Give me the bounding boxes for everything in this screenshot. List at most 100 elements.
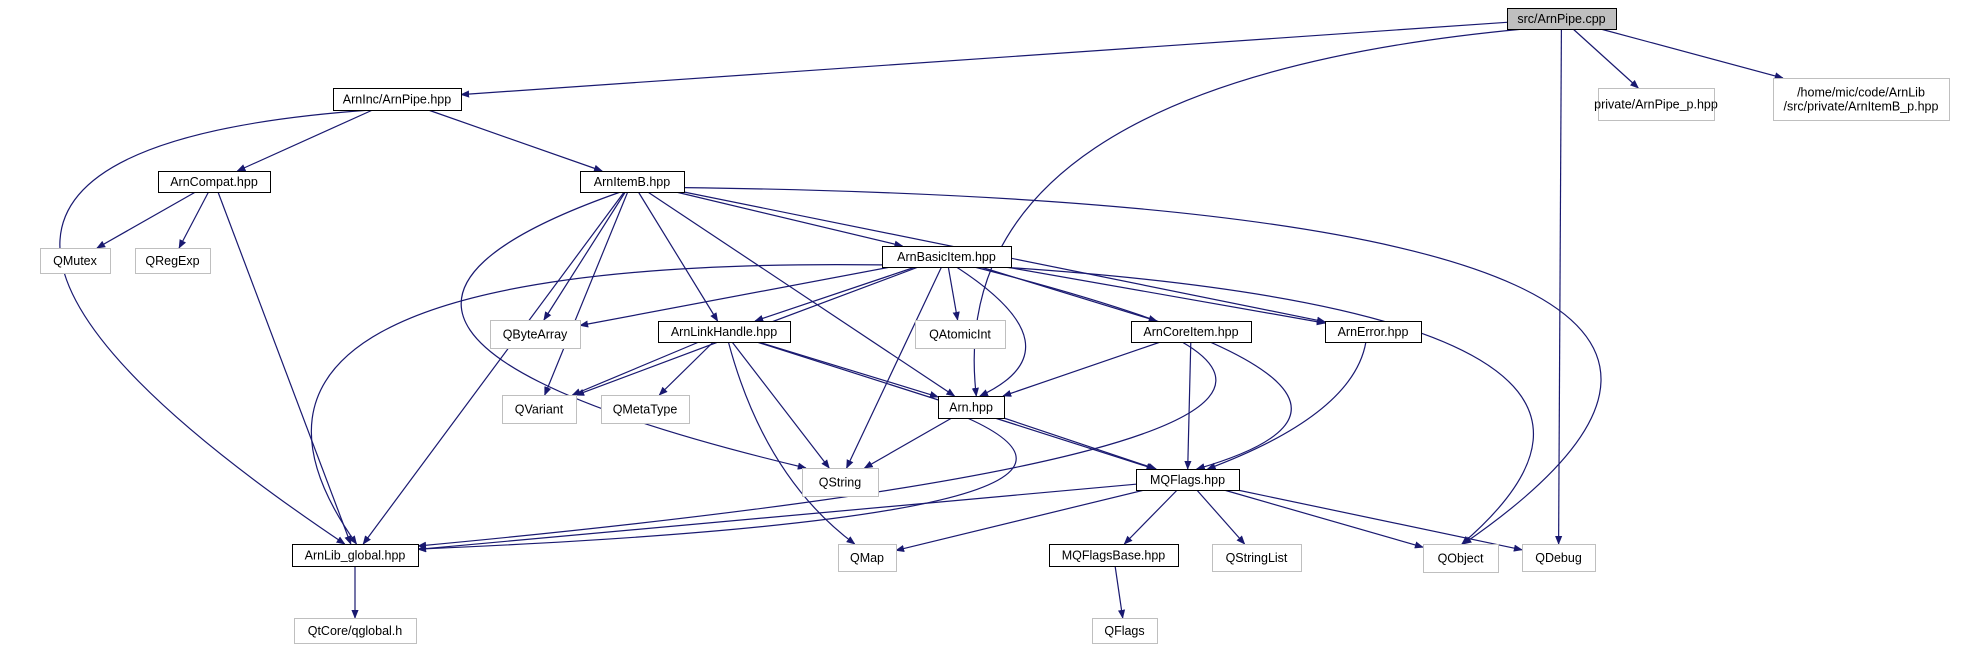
node-private_arnpipe_p_hpp: private/ArnPipe_p.hpp <box>1594 88 1718 121</box>
edge-src_arnpipe_cpp-to-arninc_arnpipe_hpp <box>460 21 1508 98</box>
node-label: QByteArray <box>503 328 568 342</box>
edge-arnbasicitem_hpp-to-arnlib_global_hpp <box>310 264 883 545</box>
node-label: QVariant <box>515 403 564 417</box>
edge-src_arnpipe_cpp-to-qdebug <box>1555 28 1563 545</box>
node-label: QFlags <box>1104 624 1144 638</box>
node-box <box>580 171 685 193</box>
edge-mqflags_hpp-to-qdebug <box>1237 489 1523 552</box>
node-arnitemb_p_hpp: /home/mic/code/ArnLib/src/private/ArnIte… <box>1773 78 1950 121</box>
node-arn_hpp[interactable]: Arn.hpp <box>938 396 1005 419</box>
node-label: ArnCoreItem.hpp <box>1143 325 1238 339</box>
node-arncompat_hpp[interactable]: ArnCompat.hpp <box>158 171 271 193</box>
node-box <box>502 395 577 424</box>
node-label: private/ArnPipe_p.hpp <box>1594 98 1718 112</box>
edge-arnitemb_hpp-to-arnbasicitem_hpp <box>675 191 904 248</box>
node-mqflagsbase_hpp[interactable]: MQFlagsBase.hpp <box>1049 544 1179 567</box>
edge-src_arnpipe_cpp-to-arn_hpp <box>971 28 1524 397</box>
node-label: QMap <box>850 551 884 565</box>
node-qatomicint: QAtomicInt <box>915 320 1006 349</box>
edge-arncoreitem_hpp-to-arn_hpp <box>1002 341 1161 397</box>
node-arnlib_global_hpp[interactable]: ArnLib_global.hpp <box>292 544 419 567</box>
node-arncoreitem_hpp[interactable]: ArnCoreItem.hpp <box>1131 321 1252 343</box>
node-box <box>135 248 211 274</box>
node-qmetatype: QMetaType <box>601 395 690 424</box>
edge-arn_hpp-to-mqflags_hpp <box>1003 417 1157 470</box>
node-qtcore_qglobal_h: QtCore/qglobal.h <box>294 618 417 644</box>
node-label: ArnLib_global.hpp <box>305 549 406 563</box>
node-label: /src/private/ArnItemB_p.hpp <box>1784 100 1939 114</box>
node-label: ArnLinkHandle.hpp <box>671 325 777 339</box>
edge-arnlinkhandle_hpp-to-qmap <box>727 341 856 545</box>
node-label: QDebug <box>1535 551 1582 565</box>
edge-arn_hpp-to-qstring <box>863 417 953 469</box>
node-box <box>882 246 1012 268</box>
node-src_arnpipe_cpp: src/ArnPipe.cpp <box>1507 8 1617 30</box>
edge-arnitemb_hpp-to-qstring <box>460 191 807 470</box>
node-qdebug: QDebug <box>1522 544 1596 572</box>
node-box <box>1773 78 1950 121</box>
edge-arnbasicitem_hpp-to-qstring <box>846 266 943 469</box>
edge-arnbasicitem_hpp-to-arnerror_hpp <box>1006 266 1326 326</box>
node-label: ArnCompat.hpp <box>170 175 258 189</box>
edge-arnitemb_hpp-to-qvariant <box>544 191 629 396</box>
node-box <box>1212 544 1302 572</box>
node-label: QAtomicInt <box>929 328 991 342</box>
node-qmutex: QMutex <box>40 248 111 274</box>
edge-arnbasicitem_hpp-to-qobject <box>1000 266 1534 545</box>
edges <box>59 21 1784 619</box>
node-box <box>938 396 1005 419</box>
node-arnitemb_hpp[interactable]: ArnItemB.hpp <box>580 171 685 193</box>
edge-arnbasicitem_hpp-to-arnlinkhandle_hpp <box>754 266 916 322</box>
node-label: QRegExp <box>145 254 199 268</box>
node-arninc_arnpipe_hpp[interactable]: ArnInc/ArnPipe.hpp <box>333 88 462 111</box>
edge-arncompat_hpp-to-qmutex <box>96 191 196 249</box>
node-label: src/ArnPipe.cpp <box>1517 12 1605 26</box>
node-label: ArnError.hpp <box>1338 325 1409 339</box>
node-arnbasicitem_hpp[interactable]: ArnBasicItem.hpp <box>882 246 1012 268</box>
edge-mqflags_hpp-to-mqflagsbase_hpp <box>1123 489 1178 545</box>
node-label: QMutex <box>53 254 98 268</box>
edge-src_arnpipe_cpp-to-arnitemb_p_hpp <box>1600 28 1784 80</box>
edge-arn_hpp-to-arnlib_global_hpp <box>417 417 1017 553</box>
edge-arnbasicitem_hpp-to-qatomicint <box>947 266 960 321</box>
edge-arncompat_hpp-to-arnlib_global_hpp <box>217 191 352 545</box>
node-box <box>1598 88 1715 121</box>
edge-mqflags_hpp-to-qmap <box>895 489 1145 552</box>
node-mqflags_hpp[interactable]: MQFlags.hpp <box>1136 469 1240 491</box>
node-label: QStringList <box>1226 551 1288 565</box>
node-label: Arn.hpp <box>949 401 993 415</box>
node-arnlinkhandle_hpp[interactable]: ArnLinkHandle.hpp <box>658 321 791 343</box>
edge-mqflagsbase_hpp-to-qflags <box>1114 565 1126 619</box>
node-box <box>915 320 1006 349</box>
node-arnerror_hpp[interactable]: ArnError.hpp <box>1325 321 1422 343</box>
node-box <box>1522 544 1596 572</box>
edge-arnitemb_hpp-to-qbytearray <box>543 191 626 321</box>
node-box <box>158 171 271 193</box>
edge-arncoreitem_hpp-to-arnlib_global_hpp <box>417 341 1217 549</box>
node-box <box>294 618 417 644</box>
edge-arnbasicitem_hpp-to-qbytearray <box>579 266 891 328</box>
node-qvariant: QVariant <box>502 395 577 424</box>
edge-arninc_arnpipe_hpp-to-arncompat_hpp <box>236 109 373 172</box>
edge-arnitemb_hpp-to-arnlinkhandle_hpp <box>637 191 719 322</box>
edge-arninc_arnpipe_hpp-to-arnitemb_hpp <box>428 109 603 172</box>
edge-mqflags_hpp-to-qstringlist <box>1196 489 1246 545</box>
node-label: QtCore/qglobal.h <box>308 624 403 638</box>
node-label: QObject <box>1438 552 1484 566</box>
node-label: MQFlags.hpp <box>1150 473 1225 487</box>
edge-arnbasicitem_hpp-to-mqflags_hpp <box>974 266 1292 471</box>
edge-arnlinkhandle_hpp-to-qmetatype <box>658 341 714 396</box>
edge-arncompat_hpp-to-qregexp <box>178 191 210 249</box>
edge-arnitemb_hpp-to-arn_hpp <box>647 191 956 397</box>
node-box <box>1092 618 1158 644</box>
node-box <box>658 321 791 343</box>
node-label: ArnBasicItem.hpp <box>897 250 996 264</box>
node-box <box>1423 544 1499 573</box>
node-box <box>490 320 581 349</box>
node-qmap: QMap <box>838 544 897 572</box>
node-box <box>1325 321 1422 343</box>
node-box <box>838 544 897 572</box>
node-label: ArnItemB.hpp <box>594 175 670 189</box>
node-box <box>802 468 879 497</box>
